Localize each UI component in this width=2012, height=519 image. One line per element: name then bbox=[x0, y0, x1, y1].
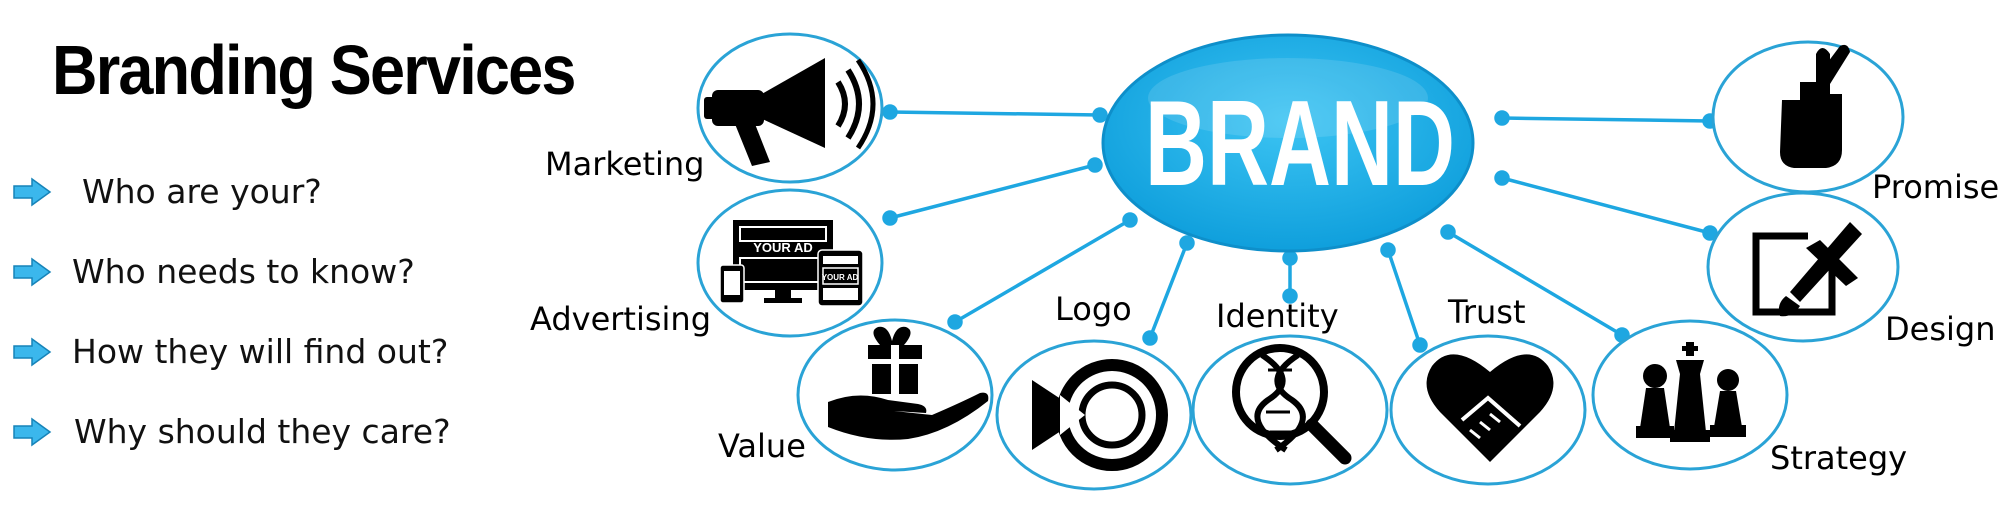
list-item: Who needs to know? bbox=[12, 252, 415, 291]
node-label-advertising: Advertising bbox=[530, 300, 711, 338]
list-item: Who are your? bbox=[12, 172, 322, 211]
brand-hub: BRAND bbox=[1101, 33, 1475, 253]
brand-hub-ellipse bbox=[1101, 33, 1475, 253]
arrow-bullet-icon bbox=[13, 177, 52, 206]
node-label-logo: Logo bbox=[1055, 290, 1132, 328]
ad-tablet-text: YOUR AD bbox=[822, 273, 859, 282]
list-item-text: How they will find out? bbox=[72, 332, 449, 371]
node-circle-design bbox=[1706, 191, 1900, 343]
crossed-fingers-icon bbox=[1780, 44, 1850, 168]
dna-magnifier-icon bbox=[1232, 344, 1352, 465]
gift-hand-icon bbox=[828, 326, 989, 440]
arrow-bullet-icon bbox=[13, 417, 52, 446]
node-label-value: Value bbox=[718, 427, 806, 465]
node-label-promise: Promise bbox=[1872, 168, 1999, 206]
heart-handshake-icon bbox=[1426, 354, 1554, 462]
megaphone-icon bbox=[704, 58, 876, 166]
list-item: How they will find out? bbox=[12, 332, 448, 371]
list-item-text: Why should they care? bbox=[74, 412, 451, 451]
ad-banner-text: YOUR AD bbox=[753, 240, 812, 255]
node-label-design: Design bbox=[1885, 310, 1995, 348]
node-label-trust: Trust bbox=[1447, 293, 1526, 331]
list-item: Why should they care? bbox=[12, 412, 451, 451]
chess-pieces-icon bbox=[1636, 342, 1746, 442]
pen-brush-icon bbox=[1752, 222, 1862, 317]
page-title: Branding Services bbox=[52, 31, 576, 109]
list-item-text: Who are your? bbox=[82, 172, 322, 211]
arrow-bullet-icon bbox=[13, 257, 52, 286]
arrow-bullet-icon bbox=[13, 337, 52, 366]
node-label-identity: Identity bbox=[1216, 297, 1339, 335]
node-label-marketing: Marketing bbox=[545, 145, 704, 183]
play-circle-icon bbox=[1032, 359, 1168, 471]
brand-hub-label: BRAND bbox=[1145, 75, 1455, 211]
node-label-strategy: Strategy bbox=[1770, 439, 1907, 477]
devices-ad-icon: YOUR AD YOUR AD bbox=[719, 220, 864, 307]
connector-lines bbox=[882, 104, 1718, 353]
list-item-text: Who needs to know? bbox=[72, 252, 415, 291]
